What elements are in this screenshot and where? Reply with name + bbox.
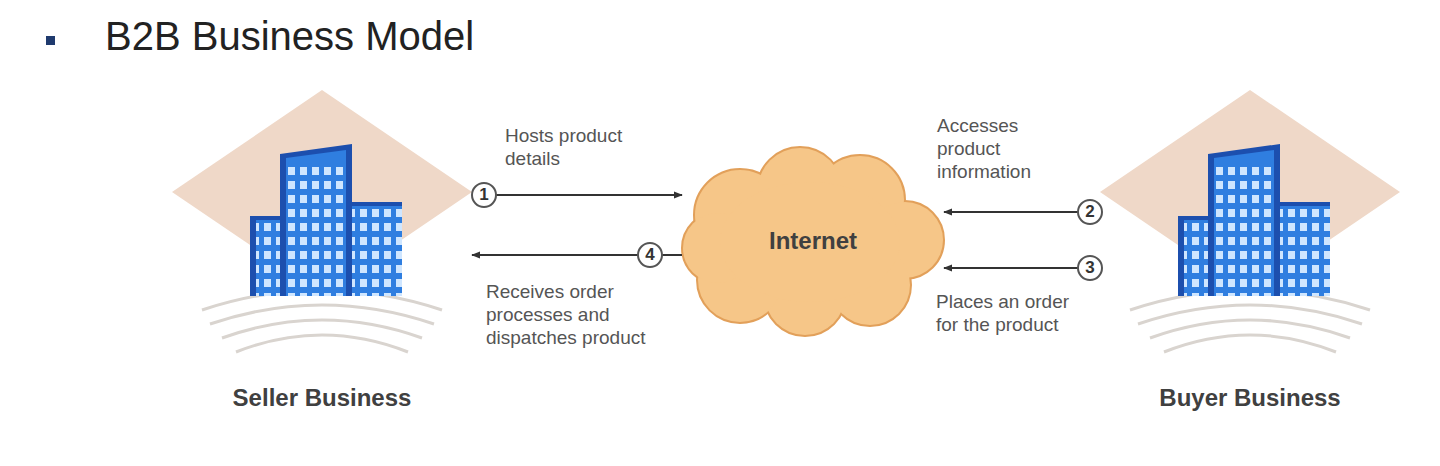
cloud-shape bbox=[683, 148, 943, 335]
building-icon bbox=[1100, 90, 1400, 352]
callout-number: 1 bbox=[471, 182, 497, 208]
node-label: Seller Business bbox=[233, 384, 412, 412]
edge-label: Hosts product details bbox=[505, 124, 670, 170]
building-icon bbox=[172, 90, 472, 352]
node-label: Internet bbox=[769, 227, 857, 255]
buyer-node: Buyer Business bbox=[1100, 90, 1400, 420]
node-label: Buyer Business bbox=[1159, 384, 1340, 412]
edge-label: Accesses product information bbox=[937, 114, 1069, 184]
title: B2B Business Model bbox=[105, 14, 474, 59]
callout-number: 2 bbox=[1077, 199, 1103, 225]
edge-label: Places an order for the product bbox=[936, 290, 1076, 336]
seller-node: Seller Business bbox=[172, 90, 472, 420]
callout-number: 3 bbox=[1077, 255, 1103, 281]
edge-label: Receives order processes and dispatches … bbox=[486, 280, 651, 350]
cloud-node: Internet bbox=[682, 150, 944, 332]
bullet bbox=[46, 36, 55, 45]
callout-number: 4 bbox=[637, 242, 663, 268]
flow-arrow bbox=[472, 194, 682, 196]
